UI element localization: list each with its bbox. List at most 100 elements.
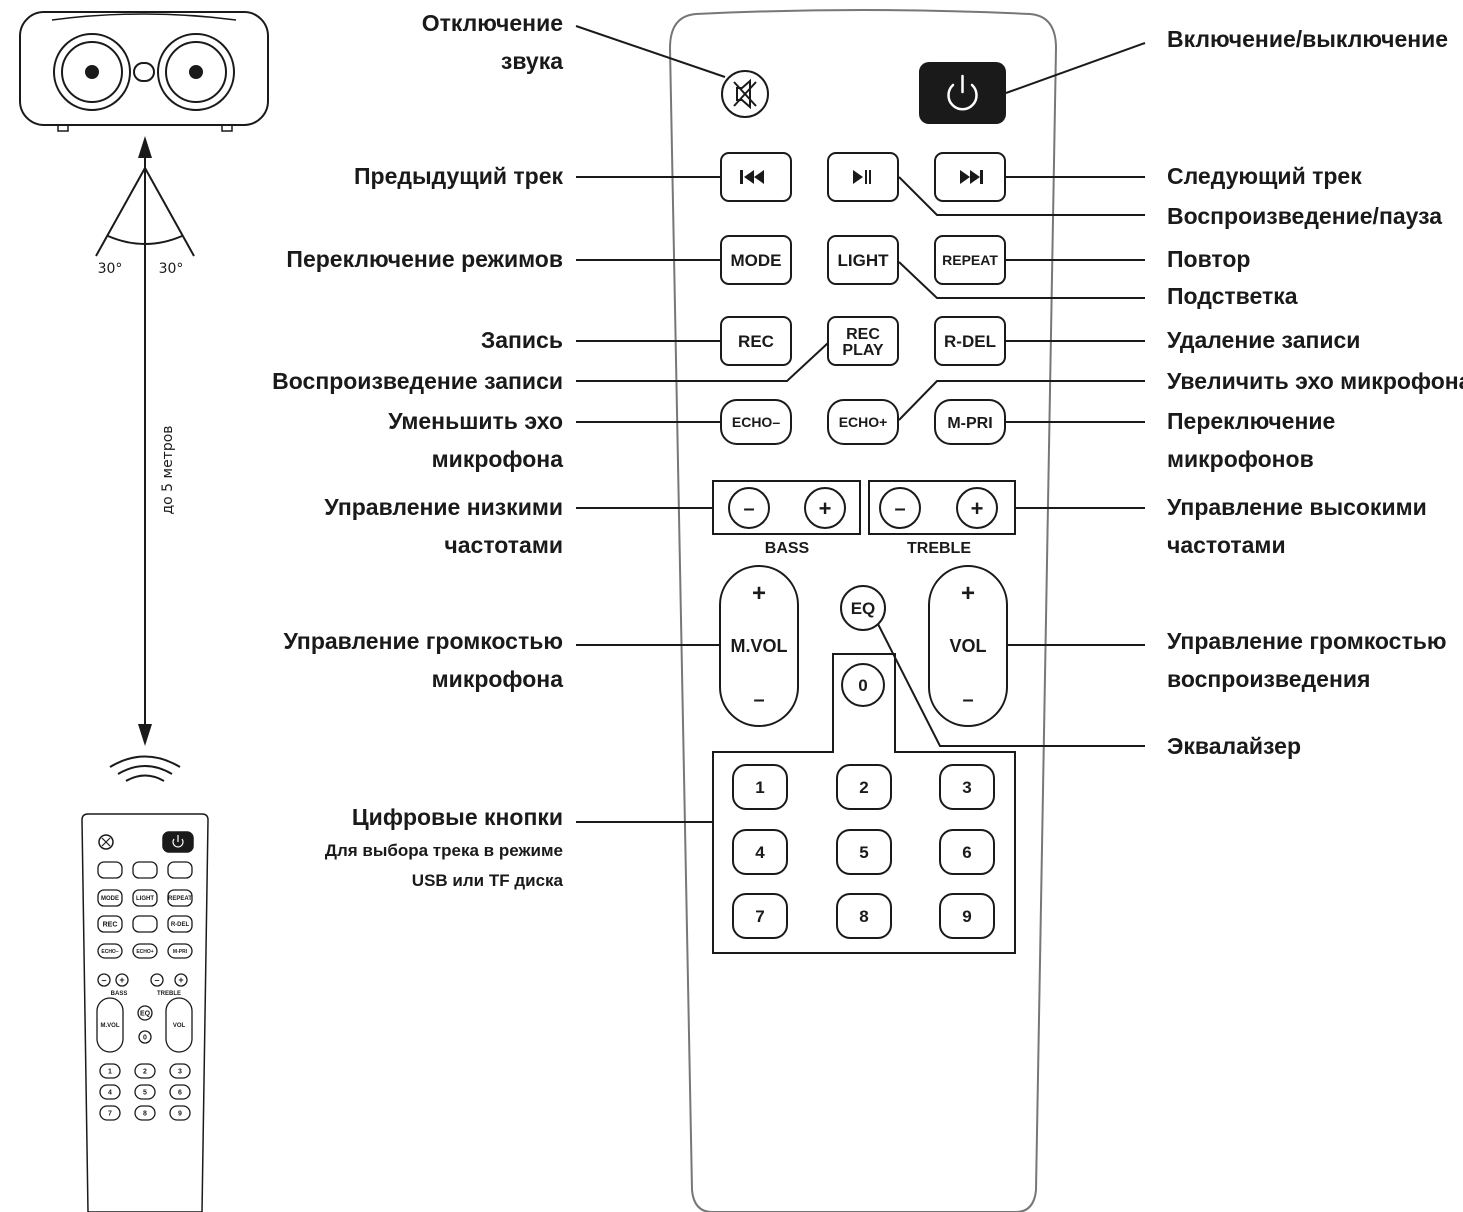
mini-r-del-button-label: R-DEL <box>171 922 190 928</box>
label-treble-line1: Управление высокими <box>1167 494 1427 520</box>
mic-volume-rocker[interactable]: +M.VOL– <box>719 565 799 727</box>
mini-echo_down-button-label: ECHO– <box>101 949 118 955</box>
m-pri-button[interactable]: M-PRI <box>934 399 1006 445</box>
digit-5-button[interactable]: 5 <box>836 829 892 875</box>
treble-minus-button[interactable]: – <box>879 487 921 529</box>
mini-next-button <box>167 861 193 879</box>
mini-eq-button: EQ <box>137 1005 153 1021</box>
digit-0-button-label: 0 <box>858 676 867 695</box>
digit-4-button[interactable]: 4 <box>732 829 788 875</box>
rec-button[interactable]: REC <box>720 316 792 366</box>
digit-7-button-label: 7 <box>755 907 764 926</box>
digit-6-button-label: 6 <box>962 843 971 862</box>
digit-3-button[interactable]: 3 <box>939 764 995 810</box>
angle-right-label: 30° <box>159 261 184 277</box>
light-button[interactable]: LIGHT <box>827 235 899 285</box>
label-m-pri-line2: микрофонов <box>1167 446 1314 472</box>
mini-tone-button-2-label: – <box>154 975 159 985</box>
mini-volume-rocker: VOL <box>165 997 193 1053</box>
r-del-button-label: R-DEL <box>944 332 996 351</box>
angle-left-label: 30° <box>98 261 123 277</box>
digit-9-button[interactable]: 9 <box>939 893 995 939</box>
digit-1-button-label: 1 <box>755 778 764 797</box>
mini-repeat-button-label: REPEAT <box>168 896 192 902</box>
mini-bass-label: BASS <box>111 991 128 997</box>
next-track-icon <box>960 170 983 184</box>
digit-2-button[interactable]: 2 <box>836 764 892 810</box>
volume-rocker-minus-label: – <box>962 689 973 711</box>
label-echo-down-line2: микрофона <box>432 446 564 472</box>
callout-line <box>576 342 829 382</box>
mic-volume-rocker-minus-label: – <box>753 689 764 711</box>
prev-track-button[interactable] <box>720 152 792 202</box>
mini-digit-4-button-label: 4 <box>108 1090 112 1097</box>
eq-button[interactable]: EQ <box>840 585 886 631</box>
label-echo-up: Увеличить эхо микрофона <box>1167 368 1463 394</box>
rec-play-button-label-line2: PLAY <box>842 342 884 359</box>
mini-m_pri-button: M-PRI <box>167 943 193 959</box>
bass-plus-button[interactable]: + <box>804 487 846 529</box>
label-prev-track: Предыдущий трек <box>354 163 563 189</box>
digit-8-button-label: 8 <box>859 907 868 926</box>
mini-zero-button: 0 <box>138 1030 152 1044</box>
treble-plus-button[interactable]: + <box>956 487 998 529</box>
mini-echo_up-button: ECHO+ <box>132 943 158 959</box>
label-rec-play: Воспроизведение записи <box>272 368 563 394</box>
mini-echo_up-button-label: ECHO+ <box>136 949 153 955</box>
mini-repeat-button: REPEAT <box>167 889 193 907</box>
distance-label: до 5 метров <box>160 425 176 514</box>
mini-digit-5-button-label: 5 <box>143 1090 147 1097</box>
label-volume-line2: воспроизведения <box>1167 666 1370 692</box>
light-button-label: LIGHT <box>838 251 890 270</box>
mini-digit-4-button: 4 <box>99 1084 121 1100</box>
digit-4-button-label: 4 <box>755 843 765 862</box>
digit-6-button[interactable]: 6 <box>939 829 995 875</box>
mini-digit-9-button: 9 <box>169 1105 191 1121</box>
mini-digit-7-button: 7 <box>99 1105 121 1121</box>
eq-button-label: EQ <box>851 599 876 618</box>
bass-plus-button-label: + <box>819 496 832 521</box>
label-mic-volume-line1: Управление громкостью <box>284 628 564 654</box>
mini-light-button-label: LIGHT <box>136 896 154 902</box>
mini-digit-1-button: 1 <box>99 1063 121 1079</box>
mini-digit-1-button-label: 1 <box>108 1069 112 1076</box>
mini-play-button <box>132 861 158 879</box>
r-del-button[interactable]: R-DEL <box>934 316 1006 366</box>
mini-digit-5-button: 5 <box>134 1084 156 1100</box>
label-mic-volume-line2: микрофона <box>432 666 564 692</box>
next-track-button[interactable] <box>934 152 1006 202</box>
echo-down-button[interactable]: ECHO– <box>720 399 792 445</box>
mini-digit-9-button-label: 9 <box>178 1111 182 1118</box>
bass-minus-button[interactable]: – <box>728 487 770 529</box>
mini-digit-3-button: 3 <box>169 1063 191 1079</box>
mini-tone-button-2: – <box>150 973 164 987</box>
mute-button[interactable] <box>721 70 769 118</box>
digit-8-button[interactable]: 8 <box>836 893 892 939</box>
digit-3-button-label: 3 <box>962 778 971 797</box>
label-mute-line1: Отключение <box>422 10 563 36</box>
echo-up-button-label: ECHO+ <box>839 414 888 430</box>
play-pause-button[interactable] <box>827 152 899 202</box>
repeat-button[interactable]: REPEAT <box>934 235 1006 285</box>
mini-mic-volume-rocker-label: M.VOL <box>101 1023 120 1029</box>
digit-0-button[interactable]: 0 <box>841 663 885 707</box>
label-rec: Запись <box>481 327 563 353</box>
digit-1-button[interactable]: 1 <box>732 764 788 810</box>
echo-up-button[interactable]: ECHO+ <box>827 399 899 445</box>
rec-button-label: REC <box>738 332 774 351</box>
range-indicator <box>95 136 195 746</box>
digit-7-button[interactable]: 7 <box>732 893 788 939</box>
mini-tone-button-1-label: + <box>119 975 124 985</box>
volume-rocker-plus-label: + <box>961 580 975 607</box>
callout-line <box>898 380 1145 421</box>
mode-button[interactable]: MODE <box>720 235 792 285</box>
label-light: Подстветка <box>1167 283 1298 309</box>
volume-rocker[interactable]: +VOL– <box>928 565 1008 727</box>
mini-prev-button <box>97 861 123 879</box>
treble-label: TREBLE <box>907 540 971 557</box>
mini-rec-play-button <box>132 915 158 933</box>
power-button[interactable] <box>919 62 1006 124</box>
